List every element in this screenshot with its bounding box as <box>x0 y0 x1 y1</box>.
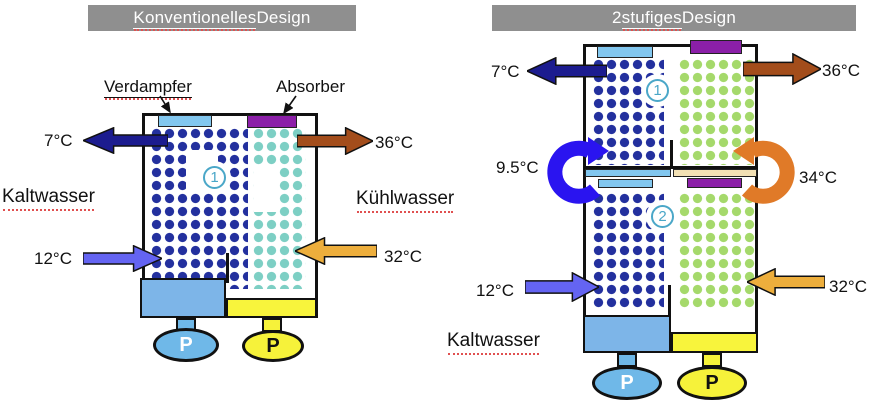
stage2-evaporator-bar <box>598 179 653 188</box>
absorber-label: Absorber <box>276 77 345 96</box>
temp-7c-left: 7°C <box>44 131 73 150</box>
chilled-water-in-arrow <box>83 245 162 272</box>
temp-12c-left: 12°C <box>34 249 72 268</box>
chilled-water-in-arrow <box>525 272 599 302</box>
right-refrigerant-pump: P <box>592 366 662 400</box>
pump-stem <box>617 353 637 367</box>
temp-32c-left: 32°C <box>384 247 422 266</box>
mid-chilled-water-bar <box>585 169 671 177</box>
stage1-absorber-bar <box>690 40 742 54</box>
cooling-water-in-arrow <box>747 268 825 296</box>
kaltwasser-label-left: Kaltwasser <box>2 186 95 211</box>
evaporator-label: Verdampfer <box>104 77 192 100</box>
section-divider <box>668 285 671 315</box>
left-solution-pump: P <box>242 330 304 362</box>
stage-1-badge: 1 <box>203 166 226 189</box>
dot-gap <box>254 166 278 212</box>
temp-36c-right: 36°C <box>822 61 860 80</box>
stage1-evaporator-bar <box>597 46 653 58</box>
right-solution-sump <box>671 332 758 353</box>
chilled-water-out-arrow <box>83 127 168 154</box>
left-title-rest: Design <box>256 8 311 27</box>
left-cold-sump <box>140 278 226 318</box>
left-solution-sump <box>226 298 317 318</box>
chilled-water-out-arrow <box>527 57 607 85</box>
right-title-word: stufiges <box>621 7 682 31</box>
left-refrigerant-pump: P <box>153 328 219 362</box>
stage2-absorbent-dots <box>678 192 755 310</box>
cooling-water-in-arrow <box>295 237 377 265</box>
left-absorber-bar <box>247 115 297 128</box>
right-cold-sump <box>583 315 671 353</box>
stage-2-badge: 2 <box>651 205 674 228</box>
pump-stem <box>702 353 722 367</box>
temp-34c: 34°C <box>799 168 837 187</box>
kaltwasser-label-right: Kaltwasser <box>447 330 540 355</box>
stage-transfer-arrow-solution <box>733 137 795 204</box>
stage-transfer-arrow-cold <box>547 137 609 204</box>
label-pointer-arrows <box>159 95 297 115</box>
temp-32c-right: 32°C <box>829 277 867 296</box>
stage-1-badge: 1 <box>646 79 669 102</box>
kuehlwasser-label: Kühlwasser <box>356 188 455 213</box>
temp-36c-left: 36°C <box>375 133 413 152</box>
right-title-prefix: 2 <box>612 8 622 27</box>
left-title-word: Konventionelles <box>133 7 257 31</box>
left-evaporator-bar <box>158 115 212 127</box>
right-title-rest: Design <box>681 8 736 27</box>
cooling-water-out-arrow <box>743 53 821 85</box>
right-solution-pump: P <box>677 366 747 400</box>
stage2-absorber-bar <box>687 178 742 188</box>
cooling-water-out-arrow <box>297 127 373 155</box>
left-diagram-title-banner: Konventionelles Design <box>88 5 356 31</box>
mid-solution-bar <box>673 169 757 177</box>
section-divider <box>226 253 229 283</box>
temp-12c-right: 12°C <box>476 281 514 300</box>
temp-9-5c: 9.5°C <box>496 158 539 177</box>
section-divider <box>670 140 673 168</box>
temp-7c-right: 7°C <box>491 62 520 81</box>
right-diagram-title-banner: 2 stufiges Design <box>492 5 856 31</box>
